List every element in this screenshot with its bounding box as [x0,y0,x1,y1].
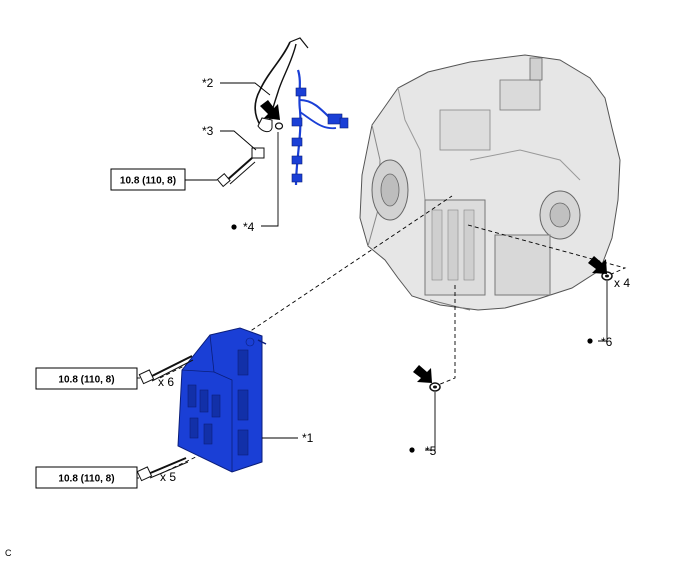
callout-2: *2 [202,76,214,90]
torque-label-upper: 10.8 (110, 8) [120,176,176,187]
valve-body [177,327,267,473]
quantity-bolts-upper: x 6 [158,375,174,389]
valve-body-bolt-lower [136,457,189,482]
o-ring-case [601,271,613,281]
torque-box-upper: 10.8 (110, 8) [110,168,186,191]
callout-1: *1 [302,431,314,445]
o-ring-valve [429,382,441,392]
corner-code: C [5,548,12,558]
callout-4: *4 [243,220,255,234]
callout-3: *3 [202,124,214,138]
install-arrow-icon [413,365,432,383]
torque-box-mid: 10.8 (110, 8) [35,367,138,390]
quantity-o-rings: x 4 [614,276,630,290]
transaxle-housing [359,54,621,311]
install-arrow-icon [260,100,280,120]
callout-5: *5 [425,444,437,458]
clamp-bolt [216,147,265,188]
o-ring-harness [274,122,284,130]
valve-body-bolt-upper [138,355,194,385]
torque-label-lower: 10.8 (110, 8) [58,474,114,485]
install-arrow-icon [588,256,607,274]
quantity-bolts-lower: x 5 [160,470,176,484]
leader-lines [137,82,608,479]
torque-label-mid: 10.8 (110, 8) [58,375,114,386]
callout-6: *6 [601,335,613,349]
torque-box-lower: 10.8 (110, 8) [35,466,138,489]
non-reusable-marker-dots [231,224,593,453]
